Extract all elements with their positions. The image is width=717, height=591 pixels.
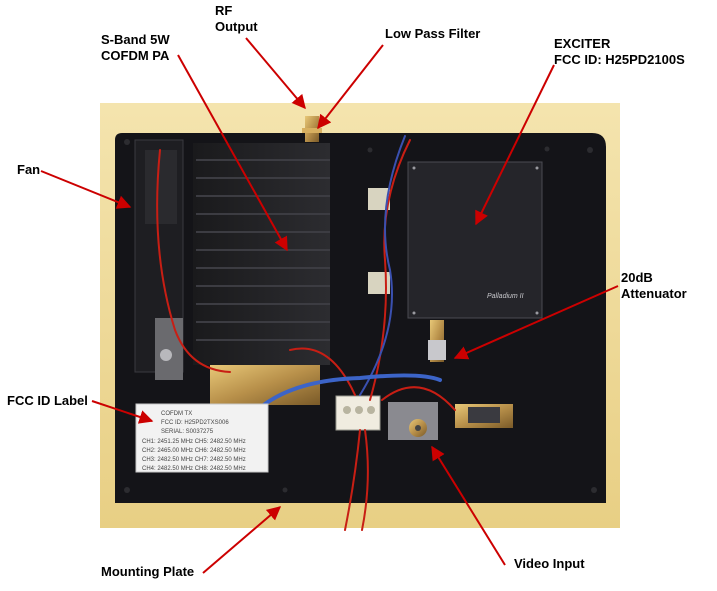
callout-arrows [40,37,619,574]
arrow-video-input [431,445,506,566]
callout-fan: Fan [17,162,41,177]
exciter-brand: Palladium II [487,293,524,300]
callout-exciter: EXCITER FCC ID: H25PD2100S [554,36,685,67]
plate-holes [124,139,597,493]
photo: Palladium II [100,103,620,531]
heatsink [193,143,330,365]
callout-mounting-plate: Mounting Plate [101,564,195,579]
callout-fcc-id-label: FCC ID Label [7,393,88,408]
arrow-attenuator [453,285,619,360]
callout-rf-output: RF Output [215,3,258,34]
rf-output-connector [302,116,322,142]
arrow-exciter [475,64,555,226]
cables [156,135,456,531]
cable-tie-mounts [368,188,390,294]
fcc-id-sticker: COFDM TX FCC ID: H25PD2TXS006 SERIAL: S0… [135,403,269,473]
arrow-pa [177,54,288,252]
arrow-rf-output [245,37,306,110]
fcc-label-line: CH1: 2451.25 MHz CH5: 2482.50 MHz [142,439,246,445]
fcc-label-line: FCC ID: H25PD2TXS006 [161,420,229,426]
callout-video-input: Video Input [514,556,585,571]
fcc-label-line: SERIAL: S0037275 [161,429,214,435]
fcc-label-line: COFDM TX [161,411,192,417]
video-input-connector [388,402,438,440]
terminal-block [335,395,381,431]
arrow-mounting-plate [202,506,282,574]
fcc-label-line: CH4: 2482.50 MHz CH8: 2482.50 MHz [142,466,246,472]
db9-connector [455,404,513,428]
fan [134,139,184,380]
callout-pa: S-Band 5W COFDM PA [101,32,170,63]
fcc-label-line: CH3: 2482.50 MHz CH7: 2482.50 MHz [142,457,246,463]
exciter-module: Palladium II [407,161,543,319]
callout-low-pass-filter: Low Pass Filter [385,26,481,41]
arrow-fcc-id-label [91,400,154,424]
fcc-label-line: CH2: 2465.00 MHz CH6: 2482.50 MHz [142,448,246,454]
callout-attenuator: 20dB Attenuator [621,270,687,301]
arrow-fan [40,170,132,209]
arrow-low-pass-filter [317,44,384,130]
attenuator [428,320,446,362]
